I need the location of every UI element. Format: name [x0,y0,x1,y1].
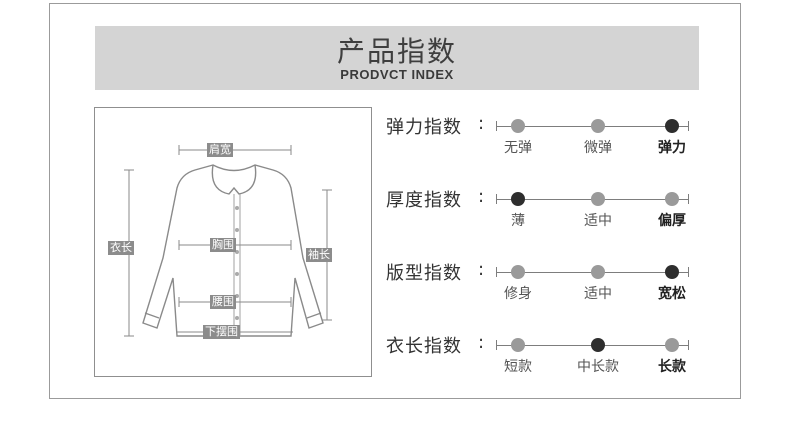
index-option-label: 弹力 [658,140,686,156]
index-dot [511,119,525,133]
index-option-label: 修身 [504,286,532,302]
index-option-label: 长款 [658,359,686,375]
hem-label: 下摆围 [203,325,240,339]
index-dot-selected [511,192,525,206]
page-subtitle: PRODVCT INDEX [340,67,454,82]
index-dot [591,119,605,133]
shoulder-width-label: 肩宽 [207,143,233,157]
track-start-cap [496,194,497,204]
index-option-label: 中长款 [577,359,619,375]
page-title: 产品指数 [336,35,457,68]
index-colon: : [478,186,485,207]
track-end-cap [688,121,689,131]
index-option-label: 宽松 [658,286,686,302]
sleeve-length-label: 袖长 [306,248,332,262]
index-colon: : [478,259,485,280]
index-row: 弹力指数: 无弹 微弹 弹力 [386,113,716,173]
index-dot [591,265,605,279]
track-end-cap [688,340,689,350]
shirt-outline-drawing [124,145,332,337]
header-band: 产品指数 PRODVCT INDEX [95,26,699,90]
track-end-cap [688,267,689,277]
track-start-cap [496,340,497,350]
index-option-label: 适中 [584,213,612,229]
index-row: 衣长指数: 短款 中长款 长款 [386,332,716,392]
index-option-label: 偏厚 [658,213,686,229]
index-row: 版型指数: 修身 适中 宽松 [386,259,716,319]
length-label: 衣长 [108,241,134,255]
waist-label: 腰围 [210,295,236,309]
index-dot [511,338,525,352]
index-dot [511,265,525,279]
track-start-cap [496,121,497,131]
index-label: 版型指数 [386,263,462,284]
garment-diagram: 肩宽 胸围 腰围 下摆围 衣长 袖长 [94,107,372,377]
index-dot [665,192,679,206]
index-option-label: 短款 [504,359,532,375]
index-dot-selected [591,338,605,352]
index-dot [591,192,605,206]
index-label: 厚度指数 [386,190,462,211]
index-option-label: 薄 [511,213,525,229]
index-label: 弹力指数 [386,117,462,138]
index-dot-selected [665,119,679,133]
chest-label: 胸围 [210,238,236,252]
track-start-cap [496,267,497,277]
index-row: 厚度指数: 薄 适中 偏厚 [386,186,716,246]
index-dot-selected [665,265,679,279]
index-colon: : [478,332,485,353]
index-option-label: 适中 [584,286,612,302]
track-end-cap [688,194,689,204]
index-option-label: 微弹 [584,140,612,156]
product-index-frame [49,3,741,399]
index-colon: : [478,113,485,134]
index-option-label: 无弹 [504,140,532,156]
index-dot [665,338,679,352]
index-label: 衣长指数 [386,336,462,357]
